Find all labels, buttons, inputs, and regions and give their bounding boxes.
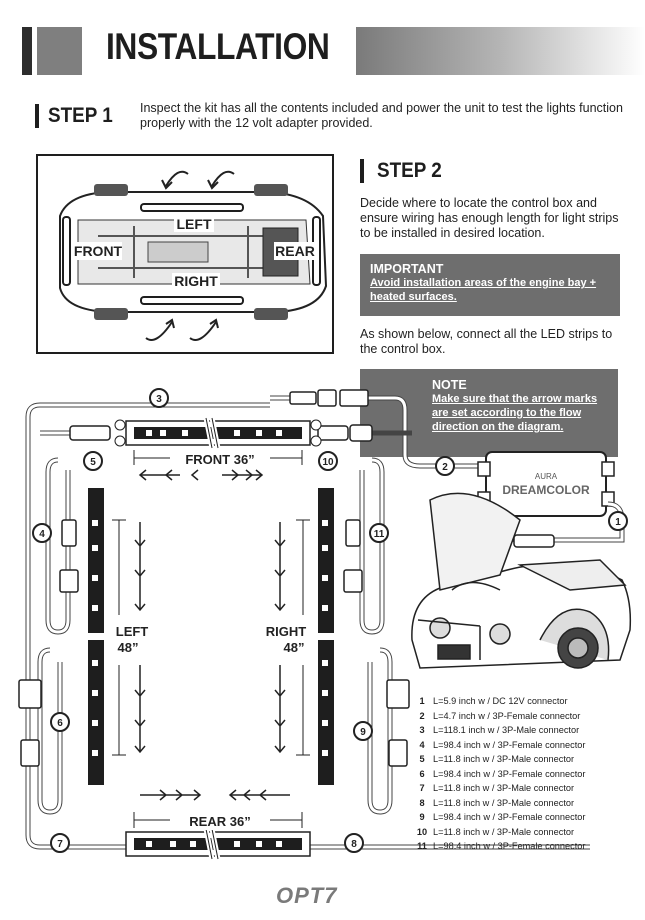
car-label-right: RIGHT [174,273,218,289]
page-title: INSTALLATION [106,26,330,67]
control-box-brand: AURA [535,472,558,481]
callout-9: 9 [360,727,366,738]
connector-icon [388,739,408,767]
note-text: Make sure that the arrow marks are set a… [432,393,598,433]
callout-3: 3 [156,394,162,405]
car-top-view-frame: LEFT RIGHT FRONT REAR [36,154,334,354]
callout-5: 5 [90,457,96,468]
wheel-rear-left [254,184,288,196]
callout-2: 2 [442,462,448,473]
measure-lines [112,450,310,828]
step2-text: Decide where to locate the control box a… [360,196,619,240]
connector-icon [61,519,77,547]
important-title: IMPORTANT [370,262,444,276]
callout-10: 10 [322,457,334,468]
flow-arrow-icon [189,321,217,341]
left-label: LEFT [116,624,149,639]
callout-11: 11 [374,529,385,540]
control-box-model: DREAMCOLOR [502,483,590,497]
step1-text: Inspect the kit has all the contents inc… [140,101,623,130]
connector-icon [317,389,337,407]
step1-label: STEP 1 [48,104,113,127]
rear-length-label: REAR 36” [189,814,250,829]
front-strip-leds [146,430,282,436]
note-title: NOTE [432,378,467,392]
step2-bar [360,159,364,183]
right-length-label: 48” [284,640,305,655]
callout-4: 4 [39,529,45,540]
connector-icon [289,391,317,405]
callout-7: 7 [57,839,63,850]
car-top-view-illustration: LEFT RIGHT FRONT REAR [59,170,328,341]
connector-icon [343,569,363,593]
connector-icon [59,569,79,593]
connector-icon [20,739,40,767]
callout-1: 1 [615,517,621,528]
wheel-front-left [94,184,128,196]
car-label-rear: REAR [275,243,315,259]
dc-connector-icon [513,534,555,548]
important-text: Avoid installation areas of the engine b… [370,277,597,303]
right-led-strip-lower [318,640,334,785]
connector-icon [386,679,410,709]
connector-icon [349,424,373,442]
flow-arrow-icon [165,170,189,187]
step2-label: STEP 2 [377,159,442,182]
opt7-logo: OPT7 [276,883,338,908]
flow-arrow-icon [145,321,173,341]
control-box [485,451,607,517]
left-led-strip-lower [88,640,104,785]
wiring-diagram: FRONT 36” REAR 36” LEFT 48” RIGHT 48” AU… [18,388,632,860]
important-box: IMPORTANT Avoid installation areas of th… [360,254,620,316]
connect-text: As shown below, connect all the LED stri… [360,327,613,356]
connector-icon [317,425,349,441]
wheel-front-right [94,308,128,320]
left-led-strip-upper [88,488,104,633]
right-label: RIGHT [266,624,307,639]
header-accent-grey [37,27,82,75]
car-side-illustration [411,492,632,669]
flow-arrow-icon [211,170,235,187]
wheel-rear-right [254,308,288,320]
left-length-label: 48” [118,640,139,655]
connector-icon [345,519,361,547]
connector-icon [18,679,42,709]
callout-6: 6 [57,718,63,729]
connector-icon [339,389,369,407]
connector-icon [69,425,111,441]
header-gradient-bar [356,27,645,75]
front-length-label: FRONT 36” [185,452,254,467]
step1-bar [35,104,39,128]
callout-markers [32,388,628,853]
header-accent-dark [22,27,32,75]
car-label-front: FRONT [74,243,123,259]
callout-8: 8 [351,839,357,850]
right-led-strip-upper [318,488,334,633]
front-flow-arrows [138,469,264,481]
side-flow-arrows [134,522,286,754]
car-label-left: LEFT [177,216,212,232]
rear-flow-arrows [140,789,290,801]
